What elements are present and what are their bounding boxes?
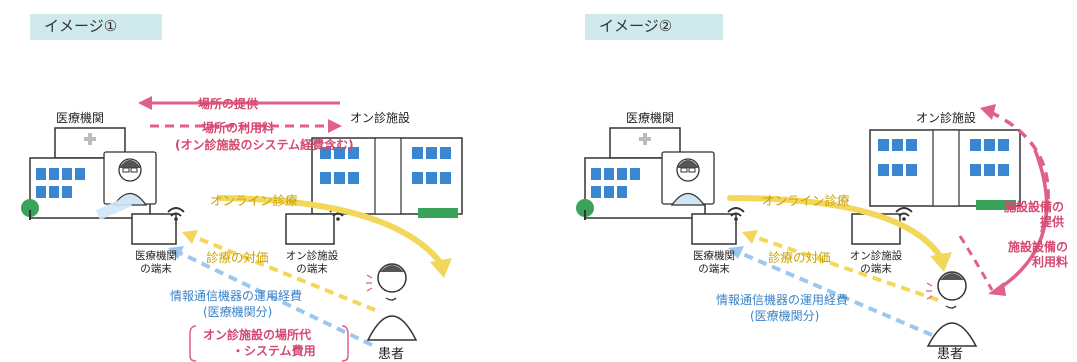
online-consult-label: オンライン診療: [210, 193, 298, 208]
medical-terminal-line2: の端末: [140, 263, 172, 275]
image-2-illustration: [576, 104, 1050, 347]
online-consult-arrow: [727, 195, 952, 272]
patient-cost-line2: ・システム費用: [232, 344, 316, 358]
it-cost-label: 情報通信機器の運用経費: [716, 293, 849, 307]
place-fee-label: 場所の利用料: [202, 121, 275, 135]
facility-building: [869, 129, 1021, 210]
medical-institution-label: 医療機関: [626, 111, 675, 125]
patient-label: 患者: [937, 347, 964, 362]
it-cost-label: 情報通信機器の運用経費: [170, 289, 303, 303]
facility-terminal-line1: オン診施設: [285, 250, 339, 262]
facility-terminal-line2: の端末: [296, 263, 328, 275]
patient-figure: [366, 263, 418, 341]
facility-building: [311, 137, 463, 218]
it-cost-note: (医療機関分): [203, 305, 273, 319]
patient-cost-line1: オン診施設の場所代: [203, 328, 312, 342]
facility-label: オン診施設: [916, 111, 977, 125]
equip-provision-arrow: [980, 104, 1050, 239]
online-consult-label: オンライン診療: [762, 193, 850, 208]
place-provision-label: 場所の提供: [198, 97, 259, 111]
panel-image-2: イメージ②: [540, 0, 1077, 362]
medical-terminal-label: 医療機関 の端末: [128, 250, 184, 276]
equip-provision-label: 施設設備の 提供: [1004, 200, 1064, 230]
medical-terminal-line1: 医療機関: [693, 250, 735, 262]
equip-fee-line1: 施設設備の: [1008, 240, 1069, 254]
consult-fee-label: 診療の対価: [206, 250, 269, 265]
facility-terminal-line1: オン診施設: [849, 250, 903, 262]
patient-figure: [926, 271, 978, 347]
facility-terminal: [285, 207, 347, 245]
equip-fee-arrow: [988, 149, 1049, 296]
image-2-tag: イメージ②: [585, 14, 723, 40]
place-provision-arrow: [138, 96, 340, 110]
doctor-figure: [661, 151, 715, 206]
equip-fee-dashed-arrow: [958, 235, 994, 291]
medical-terminal-line2: の端末: [698, 263, 730, 275]
place-fee-arrow: [150, 119, 342, 133]
consult-fee-arrow: [742, 230, 939, 302]
medical-terminal-line1: 医療機関: [135, 250, 177, 262]
it-cost-note: (医療機関分): [750, 309, 820, 323]
online-consult-arrow: [217, 195, 452, 278]
medical-terminal: [131, 207, 185, 245]
doctor-figure: [96, 151, 157, 220]
equip-provision-line2: 提供: [1040, 215, 1065, 229]
equip-fee-line2: 利用料: [1032, 255, 1069, 269]
it-cost-arrow: [168, 246, 373, 347]
facility-terminal-label: オン診施設 の端末: [282, 250, 342, 276]
equip-fee-label: 施設設備の 利用料: [1008, 240, 1068, 270]
consult-fee-arrow: [182, 230, 376, 312]
facility-terminal-label: オン診施設 の端末: [846, 250, 906, 276]
patient-label: 患者: [378, 347, 405, 362]
image-1-illustration: [21, 96, 463, 362]
medical-terminal: [691, 207, 745, 245]
image-1-tag: イメージ①: [30, 14, 162, 40]
medical-institution-label: 医療機関: [56, 111, 105, 125]
place-fee-note: (オン診施設のシステム経費含む): [175, 138, 354, 152]
equip-provision-line1: 施設設備の: [1004, 200, 1065, 214]
facility-label: オン診施設: [350, 111, 411, 125]
patient-cost-bracket: [189, 325, 349, 362]
panel-image-1: イメージ①: [21, 14, 463, 362]
facility-terminal-line2: の端末: [860, 263, 892, 275]
consult-fee-label: 診療の対価: [768, 250, 831, 265]
medical-terminal-label: 医療機関 の端末: [686, 250, 742, 276]
it-cost-arrow: [728, 246, 933, 337]
